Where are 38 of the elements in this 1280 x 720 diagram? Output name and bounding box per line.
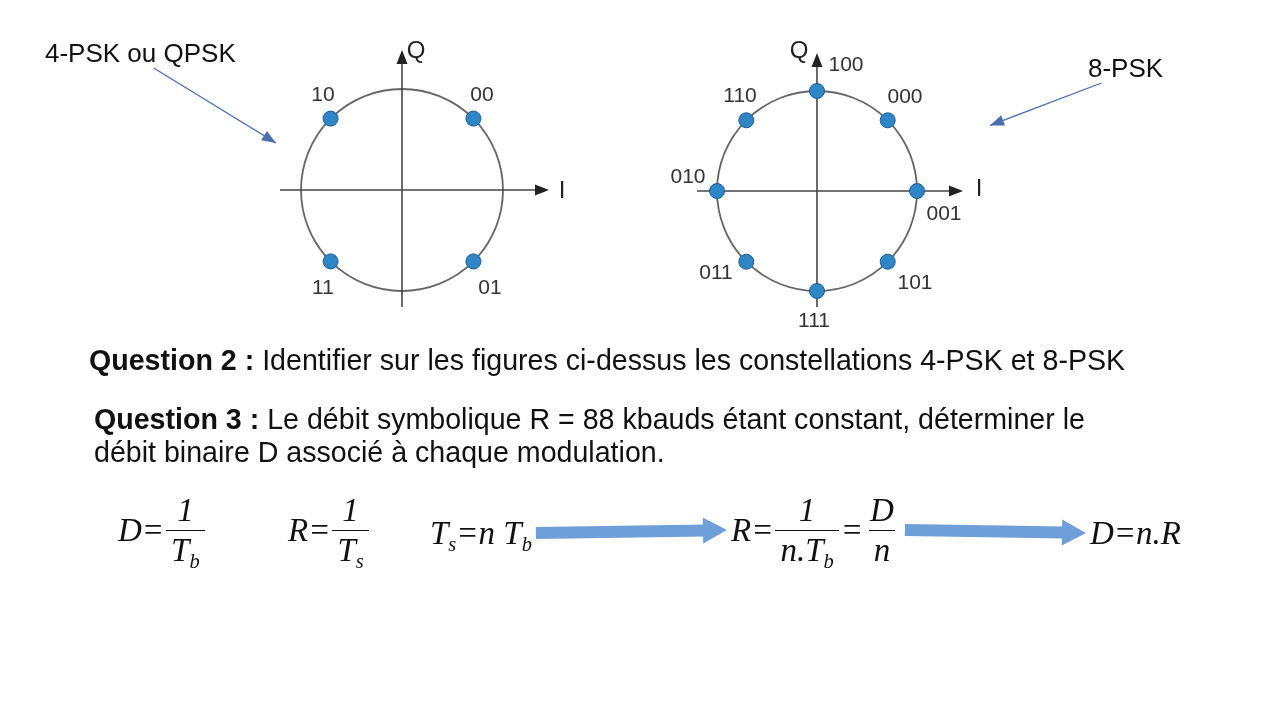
arrow — [989, 82, 1103, 127]
question-text: Question 3 : Le débit symbolique R = 88 kbauds étant constant, déterminer le débit binaire D associé à chaque modulation. — [94, 403, 1086, 469]
point-label: 001 — [926, 202, 962, 224]
formula-text: R= — [288, 512, 331, 548]
formula-text: D= — [118, 512, 165, 548]
fraction-numerator: 1 — [797, 492, 817, 530]
point-label: 111 — [798, 309, 830, 331]
block-arrow — [904, 519, 1086, 546]
point-label: 100 — [828, 53, 864, 75]
point-label: 011 — [699, 261, 733, 283]
axis-label: I — [975, 177, 983, 199]
formula-text: R= — [731, 512, 774, 548]
callout-label: 4-PSK ou QPSK — [45, 38, 236, 68]
block-arrow — [535, 517, 727, 544]
fraction-numerator: D — [868, 492, 895, 530]
arrow — [153, 67, 277, 144]
question-text: Question 2 : Identifier sur les figures ci-dessus les constellations 4-PSK et 8-PSK — [89, 344, 1126, 377]
point-label: 10 — [311, 83, 335, 105]
point-label: 00 — [470, 83, 494, 105]
fraction-denominator: T$_{s}$ — [332, 529, 369, 568]
formula-text: D=n.R — [1090, 515, 1181, 551]
point-label: 010 — [670, 165, 706, 187]
point-label: 01 — [478, 276, 502, 298]
formula-text: T$_{s}$=n T$_{b}$ — [430, 515, 532, 551]
point-label: 101 — [897, 271, 933, 293]
fraction-numerator: 1 — [341, 492, 360, 530]
axis-label: I — [558, 179, 566, 201]
fraction-denominator: n.T$_{b}$ — [775, 529, 839, 568]
callout-label: 8-PSK — [1088, 53, 1164, 83]
fraction-numerator: 1 — [176, 492, 195, 530]
fraction-denominator: T$_{b}$ — [166, 529, 205, 568]
point-label: 110 — [723, 84, 757, 106]
axis-label: Q — [789, 39, 809, 61]
point-label: 11 — [312, 276, 334, 298]
formula-text: = — [840, 512, 864, 548]
fraction-denominator: n — [868, 529, 896, 568]
point-label: 000 — [887, 85, 923, 107]
axis-label: Q — [406, 39, 426, 61]
